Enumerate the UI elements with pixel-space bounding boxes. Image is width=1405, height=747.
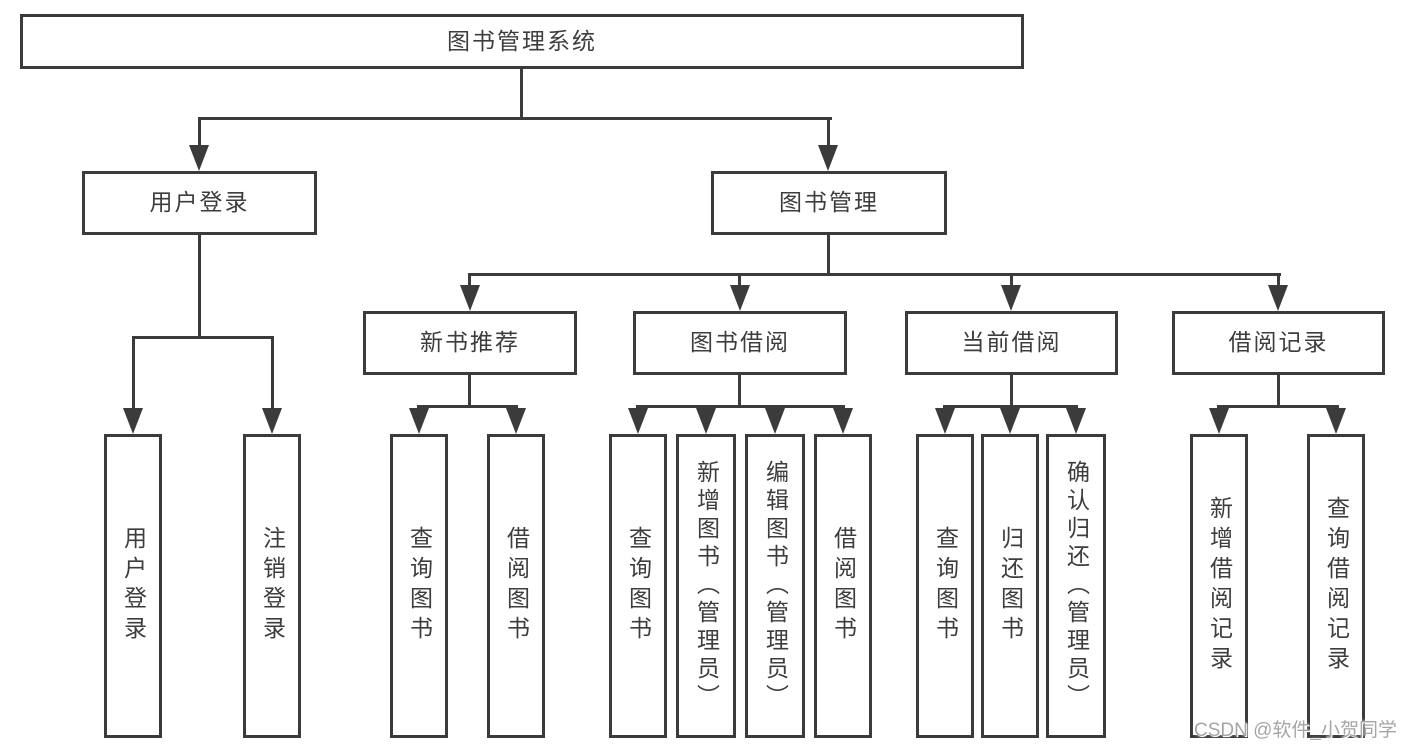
- node-new-book-recommendation: 新书推荐: [363, 311, 577, 375]
- node-current-borrowing: 当前借阅: [905, 311, 1118, 375]
- connector-stub: [468, 276, 471, 285]
- connector-stub: [1277, 276, 1280, 285]
- node-label: 用户登录: [149, 189, 250, 216]
- node-label: 编辑图书（管理员）: [762, 460, 789, 712]
- node-return-books: 归还图书: [981, 434, 1039, 738]
- connector-rail: [636, 405, 845, 408]
- node-borrow-books-borrowing: 借阅图书: [814, 434, 872, 738]
- arrowhead: [818, 145, 838, 171]
- node-label: 新增借阅记录: [1206, 496, 1233, 676]
- arrowhead: [1268, 285, 1288, 311]
- connector-stem: [1277, 375, 1280, 408]
- node-add-books-admin: 新增图书（管理员）: [676, 434, 736, 738]
- arrowhead: [628, 408, 648, 434]
- node-label: 新书推荐: [420, 329, 520, 356]
- arrowhead: [765, 408, 785, 434]
- node-label: 图书管理系统: [447, 27, 597, 54]
- connector-root-stem: [520, 69, 523, 119]
- node-label: 确认归还（管理员）: [1063, 460, 1090, 712]
- arrowhead: [262, 408, 282, 434]
- node-label: 新增图书（管理员）: [693, 460, 720, 712]
- connector-rail: [943, 405, 1078, 408]
- arrowhead: [409, 408, 429, 434]
- connector-stub: [738, 276, 741, 285]
- node-label: 当前借阅: [961, 329, 1062, 356]
- node-logout: 注销登录: [243, 434, 301, 738]
- arrowhead: [1326, 408, 1346, 434]
- arrowhead: [1209, 408, 1229, 434]
- arrowhead: [460, 285, 480, 311]
- node-label: 借阅记录: [1228, 329, 1329, 356]
- connector-root-rail: [198, 117, 832, 120]
- node-query-books-recommend: 查询图书: [390, 434, 448, 738]
- node-label: 注销登录: [259, 526, 286, 646]
- arrowhead: [1000, 408, 1020, 434]
- node-user-login: 用户登录: [82, 171, 317, 235]
- connector-stem: [468, 375, 471, 408]
- node-label: 查询图书: [625, 526, 652, 646]
- connector-stem: [1010, 375, 1013, 408]
- connector-stem: [738, 375, 741, 408]
- arrowhead: [935, 408, 955, 434]
- node-label: 查询图书: [406, 526, 433, 646]
- arrowhead: [696, 408, 716, 434]
- node-label: 查询图书: [932, 526, 959, 646]
- node-confirm-return-admin: 确认归还（管理员）: [1046, 434, 1106, 738]
- node-query-borrow-record: 查询借阅记录: [1307, 434, 1365, 738]
- connector-rail: [417, 405, 518, 408]
- arrowhead: [730, 285, 750, 311]
- node-borrow-books-recommend: 借阅图书: [487, 434, 545, 738]
- node-label: 用户登录: [120, 526, 147, 646]
- connector-book-management-stem: [827, 235, 830, 276]
- arrowhead: [1001, 285, 1021, 311]
- arrowhead: [123, 408, 143, 434]
- node-label: 归还图书: [997, 526, 1024, 646]
- node-label: 借阅图书: [830, 526, 857, 646]
- connector-book-management-rail: [468, 273, 1281, 276]
- connector-stub: [1010, 276, 1013, 285]
- connector-stub: [271, 339, 274, 408]
- node-label: 查询借阅记录: [1323, 496, 1350, 676]
- node-book-management: 图书管理: [711, 171, 947, 235]
- connector-user-login-rail: [132, 336, 274, 339]
- arrowhead: [506, 408, 526, 434]
- node-label: 图书管理: [779, 189, 879, 216]
- arrowhead: [833, 408, 853, 434]
- connector-stub: [827, 120, 830, 145]
- connector-rail: [1217, 405, 1339, 408]
- connector-user-login-stem: [198, 235, 201, 339]
- node-label: 图书借阅: [690, 329, 790, 356]
- connector-stub: [132, 339, 135, 408]
- node-book-borrowing: 图书借阅: [633, 311, 847, 375]
- node-label: 借阅图书: [503, 526, 530, 646]
- arrowhead: [1066, 408, 1086, 434]
- node-add-borrow-record: 新增借阅记录: [1190, 434, 1248, 738]
- node-edit-books-admin: 编辑图书（管理员）: [745, 434, 805, 738]
- csdn-watermark: CSDN @软件_小贺同学: [1194, 720, 1397, 741]
- node-query-books-current: 查询图书: [916, 434, 974, 738]
- arrowhead: [189, 145, 209, 171]
- node-library-management-system: 图书管理系统: [20, 14, 1024, 69]
- node-query-books-borrowing: 查询图书: [609, 434, 667, 738]
- connector-stub: [198, 120, 201, 145]
- node-borrowing-records: 借阅记录: [1172, 311, 1385, 375]
- node-user-login-leaf: 用户登录: [104, 434, 162, 738]
